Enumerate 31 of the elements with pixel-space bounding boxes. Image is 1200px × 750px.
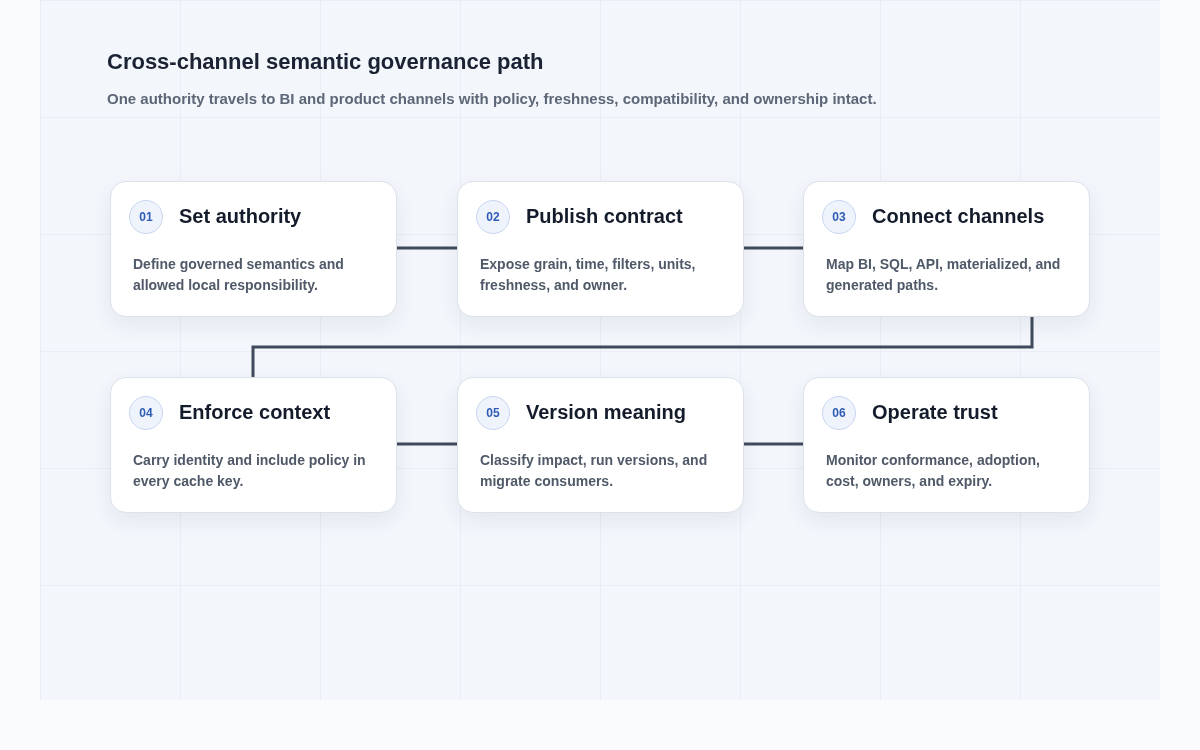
step-number-badge: 01 bbox=[129, 200, 163, 234]
step-card bbox=[110, 377, 397, 513]
step-card bbox=[803, 377, 1090, 513]
step-number-badge: 02 bbox=[476, 200, 510, 234]
step-description: Define governed semantics and allowed local responsibility. bbox=[133, 255, 345, 295]
diagram-subtitle: One authority travels to BI and product channels with policy, freshness, compatibility, and ownership intact. bbox=[107, 89, 877, 109]
diagram-title: Cross-channel semantic governance path bbox=[107, 49, 544, 75]
step-number-badge: 06 bbox=[822, 396, 856, 430]
step-card bbox=[457, 377, 744, 513]
step-title: Operate trust bbox=[872, 401, 998, 424]
step-title: Set authority bbox=[179, 205, 302, 228]
step-number-badge: 04 bbox=[129, 396, 163, 430]
step-title: Enforce context bbox=[179, 401, 331, 424]
step-title: Connect channels bbox=[872, 205, 1045, 228]
step-description: Carry identity and include policy in every cache key. bbox=[133, 451, 367, 491]
connector-line bbox=[397, 246, 457, 250]
connector-line bbox=[397, 442, 457, 446]
step-card bbox=[803, 181, 1090, 317]
connector-line bbox=[744, 442, 803, 446]
step-description: Classify impact, run versions, and migrate consumers. bbox=[480, 451, 709, 491]
connector-line bbox=[251, 317, 1034, 377]
step-number-badge: 05 bbox=[476, 396, 510, 430]
step-description: Map BI, SQL, API, materialized, and generated paths. bbox=[826, 255, 1062, 295]
step-description: Expose grain, time, filters, units, freshness, and owner. bbox=[480, 255, 697, 295]
connector-line bbox=[744, 246, 803, 250]
step-title: Version meaning bbox=[526, 401, 687, 424]
step-card bbox=[457, 181, 744, 317]
step-title: Publish contract bbox=[526, 205, 683, 228]
step-number-badge: 03 bbox=[822, 200, 856, 234]
step-card bbox=[110, 181, 397, 317]
step-description: Monitor conformance, adoption, cost, owners, and expiry. bbox=[826, 451, 1041, 491]
